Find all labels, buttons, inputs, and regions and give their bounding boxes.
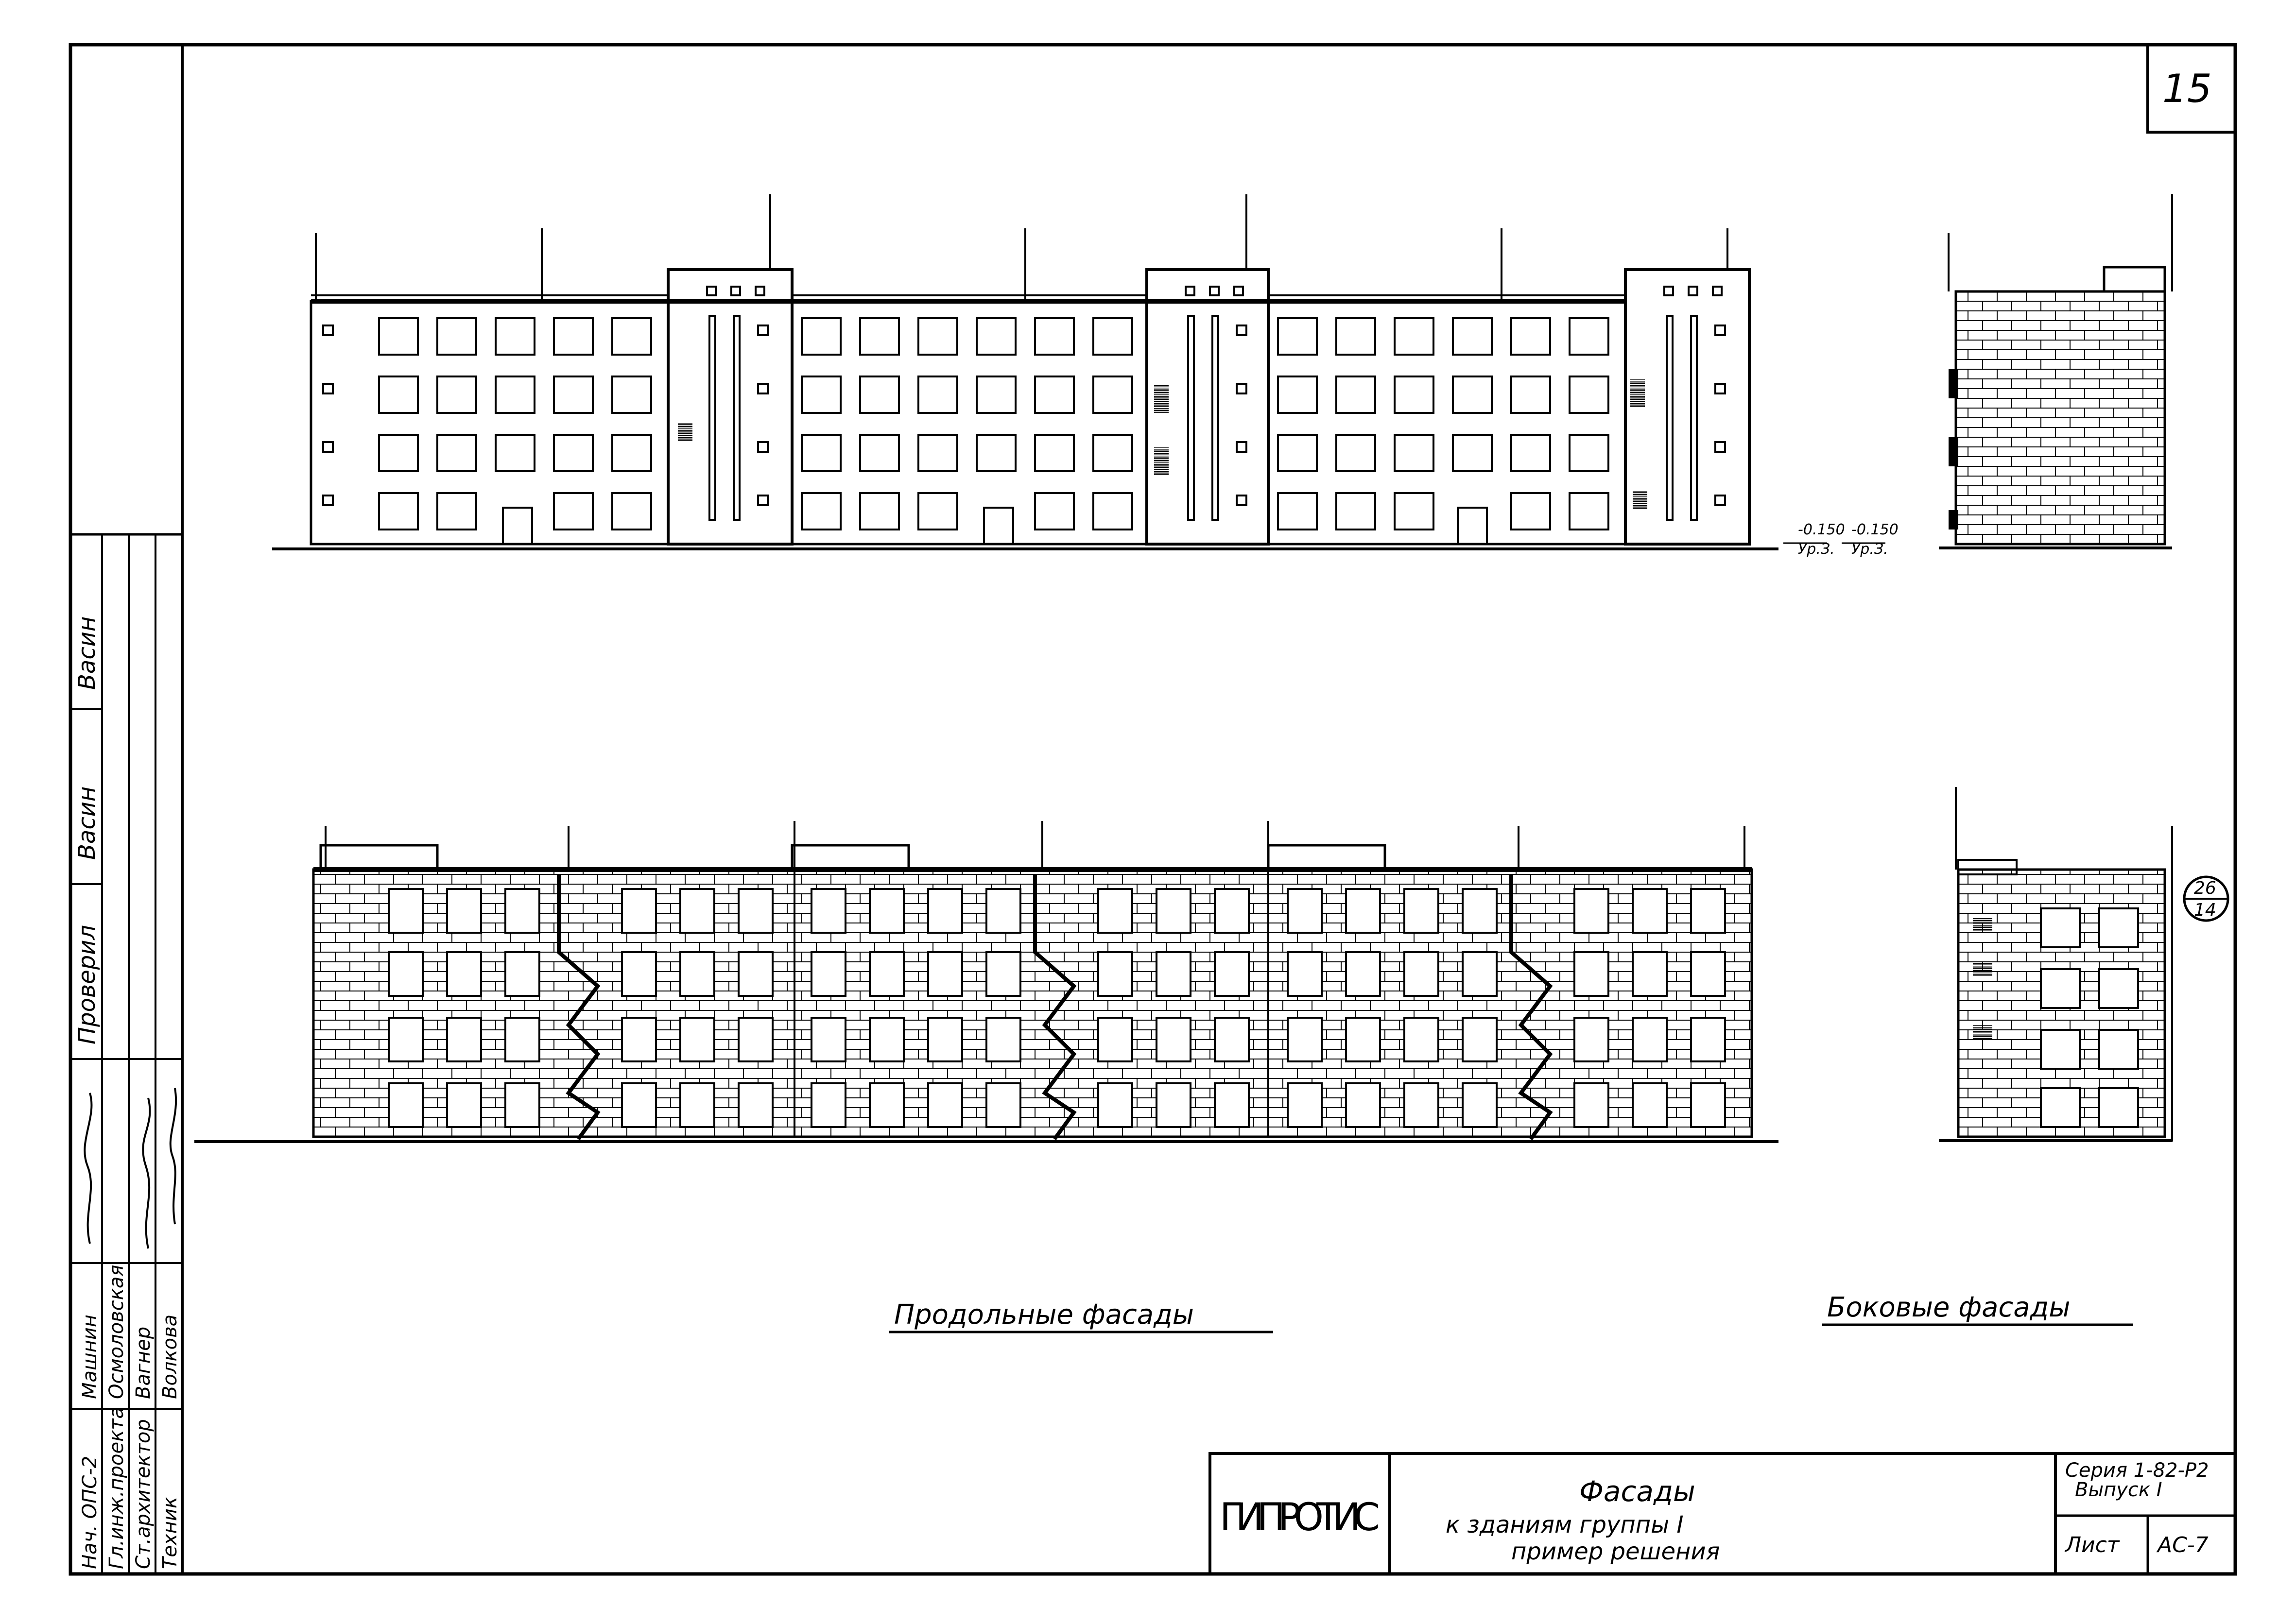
facade-longitudinal-lower — [194, 821, 1778, 1143]
page-number-box: 15 — [2146, 43, 2237, 134]
stamp-checked-label: Проверил — [73, 925, 101, 1044]
caption-side: Боковые фасады — [1827, 1292, 2070, 1323]
signature-scribble — [84, 1093, 93, 1244]
organization-name: ГИПРОТИС — [1220, 1496, 1380, 1539]
level-2-value: -0.150 — [1851, 521, 1899, 538]
title-block: ГИПРОТИС Фасады к зданиям группы I приме… — [1208, 1452, 2237, 1575]
callout-bottom: 14 — [2194, 900, 2216, 920]
stamp-name-3: Волкова — [159, 1315, 181, 1399]
series-label: Серия 1-82-Р2 — [2065, 1459, 2209, 1482]
fire-escape-1 — [557, 874, 601, 1141]
sheet-title-line2: к зданиям группы I — [1446, 1511, 1683, 1538]
sheet-title-line3: пример решения — [1511, 1538, 1720, 1565]
level-1-label: Ур.З. — [1798, 541, 1835, 558]
sheet-code: АС-7 — [2156, 1533, 2209, 1557]
caption-longitudinal: Продольные фасады — [894, 1299, 1194, 1331]
facade-side-lower — [1939, 787, 2173, 1142]
outer-frame — [69, 43, 2237, 1576]
stamp-checked-name: Васин — [73, 786, 101, 860]
fire-escape-2 — [1033, 874, 1077, 1141]
level-2-label: Ур.З. — [1851, 541, 1888, 558]
stamp-name-1: Осмоловская — [105, 1265, 128, 1399]
facade-side-upper — [1939, 194, 2173, 549]
stamp-role-2: Ст.архитектор — [132, 1419, 155, 1569]
callout-top: 26 — [2194, 878, 2216, 898]
stamp-role-0: Нач. ОПС-2 — [79, 1456, 101, 1569]
level-1-value: -0.150 — [1798, 521, 1845, 538]
fire-escape-3 — [1509, 874, 1553, 1141]
detail-callout: 26 14 — [2183, 875, 2229, 922]
issue-label: Выпуск I — [2075, 1479, 2162, 1501]
sheet-label: Лист — [2064, 1533, 2120, 1557]
sheet-title: Фасады — [1579, 1475, 1695, 1508]
signature-scribble — [142, 1097, 151, 1249]
page-number: 15 — [2162, 66, 2212, 111]
facade-longitudinal-upper — [272, 194, 1778, 550]
stamp-role-3: Техник — [159, 1497, 181, 1569]
level-marks: -0.150 Ур.З. -0.150 Ур.З. — [1783, 521, 1899, 558]
stamp-signature-header: Васин — [73, 616, 101, 690]
side-stamp: Васин Васин Проверил Нач. ОПС-2 Гл.инж.п… — [70, 533, 182, 1574]
signature-scribble — [169, 1088, 177, 1225]
stamp-name-2: Вагнер — [132, 1327, 155, 1399]
stamp-name-0: Машнин — [79, 1315, 101, 1399]
stamp-role-1: Гл.инж.проекта — [105, 1407, 128, 1569]
